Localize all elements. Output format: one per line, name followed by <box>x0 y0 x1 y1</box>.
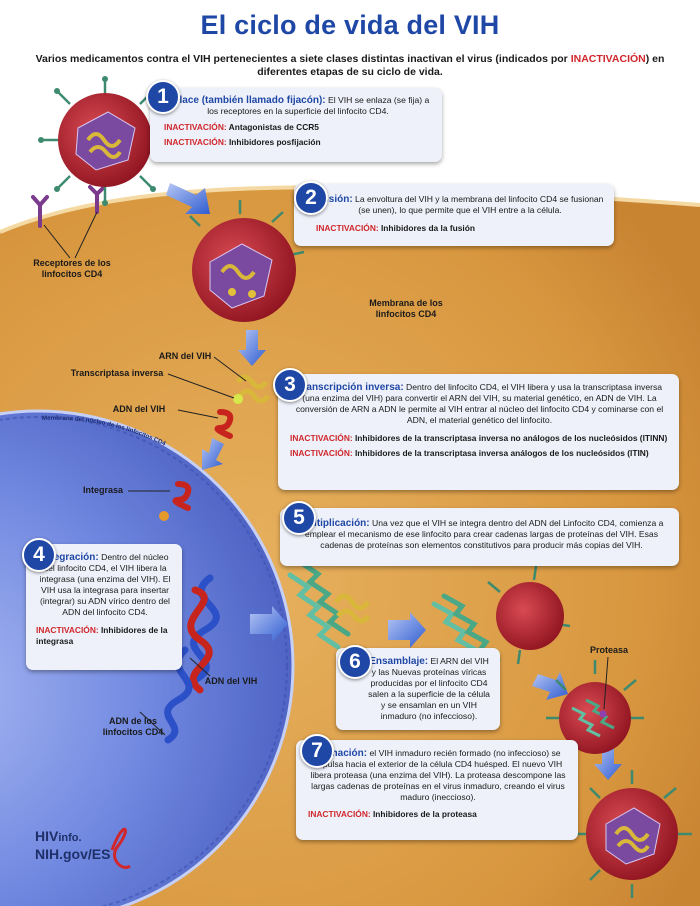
step-5-description: Multiplicación: Una vez que el VIH se in… <box>299 518 664 550</box>
page-title: El ciclo de vida del VIH <box>200 10 500 40</box>
hiv-mature-virion <box>572 770 692 898</box>
label-hiv-dna-2: ADN del VIH <box>204 676 258 686</box>
step-3-inactivation-2: INACTIVACIÓN: Inhibidores de la transcri… <box>290 448 649 458</box>
step-7-description: Gemación: el VIH inmaduro recién formado… <box>310 748 566 802</box>
integrase-enzyme <box>159 511 169 521</box>
flow-arrows <box>166 183 622 780</box>
label-cd4-dna: ADN de los linfocitos CD4 <box>102 716 164 737</box>
awareness-ribbon-icon <box>110 827 131 869</box>
step-2-description: Fusión: La envoltura del VIH y la membra… <box>316 194 604 215</box>
hivinfo-logo[interactable]: HIVinfo. NIH.gov/ES <box>35 828 111 862</box>
step-1-inactivation-2: INACTIVACIÓN: Inhibidores posfijación <box>164 137 321 147</box>
step-6-box: Ensamblaje: El ARN del VIH y las Nuevas … <box>336 648 500 730</box>
page-subtitle: Varios medicamentos contra el VIH perten… <box>35 53 665 78</box>
step-2-box: Fusión: La envoltura del VIH y la membra… <box>294 184 614 246</box>
step-3-box: Transcripción inversa: Dentro del linfoc… <box>278 374 679 490</box>
step-2-badge: 2 <box>294 181 328 215</box>
cd4-receptors <box>31 185 106 228</box>
hiv-protein-chains <box>287 559 501 671</box>
step-2-inactivation-1: INACTIVACIÓN: Inhibidores da la fusión <box>316 223 475 233</box>
label-integrase: Integrasa <box>82 485 124 495</box>
step-7-box: Gemación: el VIH inmaduro recién formado… <box>296 740 578 840</box>
hiv-virion-budding <box>487 565 571 665</box>
label-hiv-rna: ARN del VIH <box>158 351 212 361</box>
label-protease: Proteasa <box>589 645 629 655</box>
label-hiv-dna-1: ADN del VIH <box>112 404 166 414</box>
step-5-badge: 5 <box>282 501 316 535</box>
step-1-description: Enlace (también llamado fijacón): El VIH… <box>166 95 430 116</box>
step-7-badge: 7 <box>300 734 334 768</box>
step-3-description: Transcripción inversa: Dentro del linfoc… <box>295 382 664 425</box>
step-3-badge: 3 <box>273 368 307 402</box>
hiv-dna-strand <box>214 409 234 439</box>
hiv-virion-fusing <box>189 200 305 322</box>
step-3-inactivation-1: INACTIVACIÓN: Inhibidores de la transcri… <box>290 433 668 443</box>
step-1-inactivation-1: INACTIVACIÓN: Antagonistas de CCR5 <box>164 122 319 132</box>
label-cd4-membrane: Membrana de los linfocitos CD4 <box>369 298 443 319</box>
step-7-inactivation-1: INACTIVACIÓN: Inhibidores de la proteasa <box>308 809 477 819</box>
step-4-badge: 4 <box>22 538 56 572</box>
step-1-badge: 1 <box>146 80 180 114</box>
label-cd4-receptors: Receptores de los linfocitos CD4 <box>33 258 111 279</box>
step-1-box: Enlace (también llamado fijacón): El VIH… <box>150 88 442 162</box>
step-6-badge: 6 <box>338 645 372 679</box>
step-4-description: Integración: Dentro del núcleo del linfo… <box>39 552 171 617</box>
label-reverse-transcriptase: Transcriptasa inversa <box>70 368 164 378</box>
hiv-dna-integrase <box>172 481 192 511</box>
step-5-box: Multiplicación: Una vez que el VIH se in… <box>280 508 679 566</box>
step-4-inactivation-1: INACTIVACIÓN: Inhibidores de la integras… <box>36 625 168 646</box>
step-6-description: Ensamblaje: El ARN del VIH y las Nuevas … <box>368 656 490 721</box>
